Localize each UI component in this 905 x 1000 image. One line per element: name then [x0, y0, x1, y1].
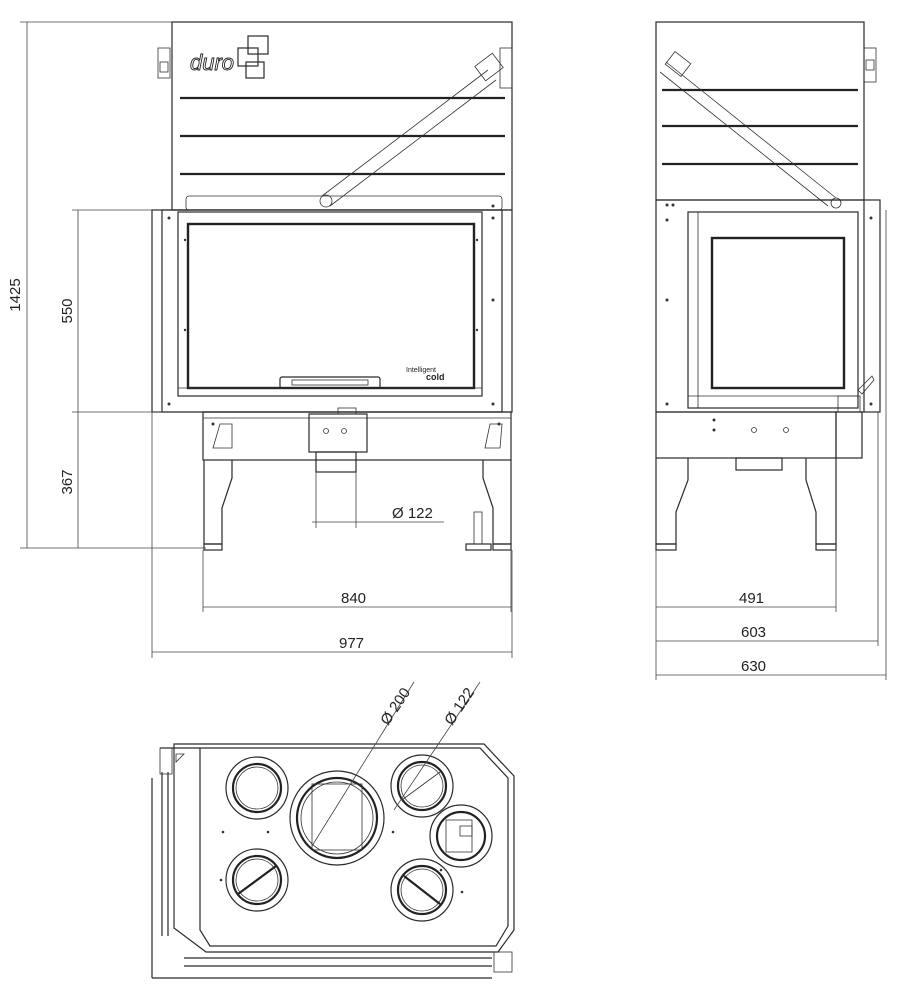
pipe-collar-top-right: [390, 754, 454, 818]
duro-logo: duro: [190, 35, 269, 79]
pipe-collar-mid-right: [429, 804, 493, 868]
side-dimension-lines: [655, 210, 887, 680]
pipe-collar-bottom-right: [390, 858, 454, 922]
dim-total-width: 977: [339, 635, 364, 652]
dim-side-depth: 603: [741, 624, 766, 641]
dim-base-height: 367: [59, 469, 76, 494]
dim-door-height: 550: [59, 298, 76, 323]
front-dimension-lines: [20, 21, 513, 658]
support-arm: [319, 52, 504, 208]
side-view: 491 603 630: [655, 21, 887, 680]
dim-top-small-pipe: Ø 122: [441, 685, 478, 728]
dim-front-pipe: Ø 122: [392, 505, 433, 522]
dim-top-large-pipe: Ø 200: [377, 685, 414, 728]
door-badge-line1: Intelligent: [406, 367, 436, 374]
pipe-collar-large: [289, 770, 385, 866]
dim-total-height: 1425: [7, 278, 24, 311]
dim-side-total-depth: 630: [741, 658, 766, 675]
front-view: duro Intelligent cold: [7, 21, 513, 658]
pipe-collar-top-left: [225, 756, 289, 820]
dim-side-base-depth: 491: [739, 590, 764, 607]
dim-base-width: 840: [341, 590, 366, 607]
top-view: Ø 200 Ø 122: [151, 681, 515, 979]
door-badge-line2: cold: [426, 372, 445, 382]
brand-logo-text: duro: [190, 50, 234, 75]
pipe-collar-bottom-left: [225, 848, 289, 912]
